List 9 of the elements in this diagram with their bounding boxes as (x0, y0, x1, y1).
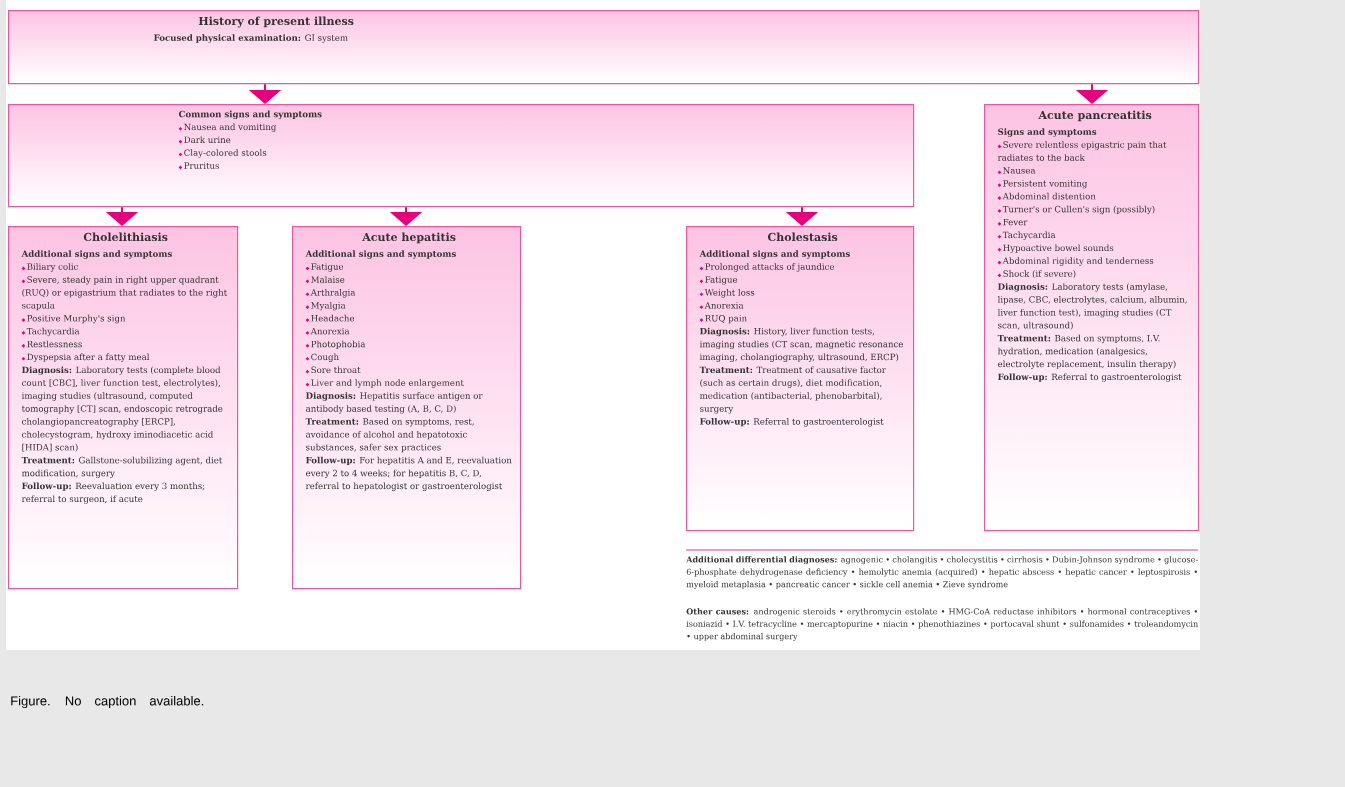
diagnosis-box: Acute pancreatitis Signs and symptoms Severe relentless epigastric pain that radiates to the back Nausea Persistent vomiting Abdominal distention Turner's or Cullen's sign (possibly) Fever Tachycardia Hypoactive bowel sounds Abdominal rigidity and tenderness Shock (if severe) Diagnosis: Laboratory tests (amylase, lipase, CBC, electrolytes, calcium, albumin, liver function test), imaging studies (CT scan, ultrasound) Treatment: Based on symptoms, I.V. hydration, medication (analgesics, electrolyte replacement, insulin therapy) Follow-up: Referral to gastroenterologist (984, 104, 1200, 532)
diagnosis-box: Acute hepatitis Additional signs and symptoms Fatigue Malaise Arthralgia Myalgia Headache Anorexia Photophobia Cough Sore throat Liver and lymph node enlargement Diagnosis: Hepatitis surface antigen or antibody based testing (A, B, C, D) Treatment: Based on symptoms, rest, avoidance of alcohol and hepatotoxic substances, safer sex practices Follow-up: For hepatitis A and E, reevaluation every 2 to 4 weeks; for hepatitis B, C, D, referral to hepatologist or gastroenterologist (292, 226, 522, 590)
diagnosis-box: Cholelithiasis Additional signs and symptoms Biliary colic Severe, steady pain in right upper quadrant (RUQ) or epigastrium that radiates to the right scapula Positive Murphy's sign Tachycardia Restlessness Dyspepsia after a fatty meal Diagnosis: Laboratory tests (complete blood count [CBC], liver function test, electrolytes), imaging studies (ultrasound, computed tomography [CT] scan, endoscopic retrograde cholangiopancreatography [ERCP], cholecystogram, hydroxy iminodiacetic acid [HIDA] scan) Treatment: Gallstone-solubilizing agent, diet modification, surgery Follow-up: Reevaluation every 3 months; referral to surgeon, if acute (8, 226, 239, 590)
symptoms-box: Common signs and symptoms Nausea and vomiting Dark urine Clay-colored stools Pruritus (8, 104, 915, 208)
note-text: Additional differential diagnoses: agnogenic • cholangitis • cholecystitis • cirrhosis • Dubin-Johnson syndrome • glucose-6-phosphate dehydrogenase deficiency • hemolytic anemia (acquired) • hepatic abscess • hepatic cancer • leptospirosis • myeloid metaplasia • pancreatic cancer • sickle cell anemia • Zieve syndrome (686, 556, 1198, 589)
diagnosis-box: Cholestasis Additional signs and symptoms Prolonged attacks of jaundice Fatigue Weight loss Anorexia RUQ pain Diagnosis: History, liver function tests, imaging studies (CT scan, magnetic resonance imaging, cholangiography, ultrasound, ERCP) Treatment: Treatment of causative factor (such as certain drugs), diet modification, medication (antibacterial, phenobarbital), surgery Follow-up: Referral to gastroenterologist (686, 226, 915, 532)
header-box: History of present illness Focused physical examination: GI system (8, 10, 1200, 85)
caption: Figure. No caption available. (11, 695, 204, 709)
note-text: Other causes: androgenic steroids • erythromycin estolate • HMG-CoA reductase inhibitors • hormonal contraceptives • isoniazid • I.V. tetracycline • mercaptopurine • niacin • phenothiazines • portocaval shunt • sulfonamides • troleandomycin • upper abdominal surgery (686, 608, 1198, 641)
